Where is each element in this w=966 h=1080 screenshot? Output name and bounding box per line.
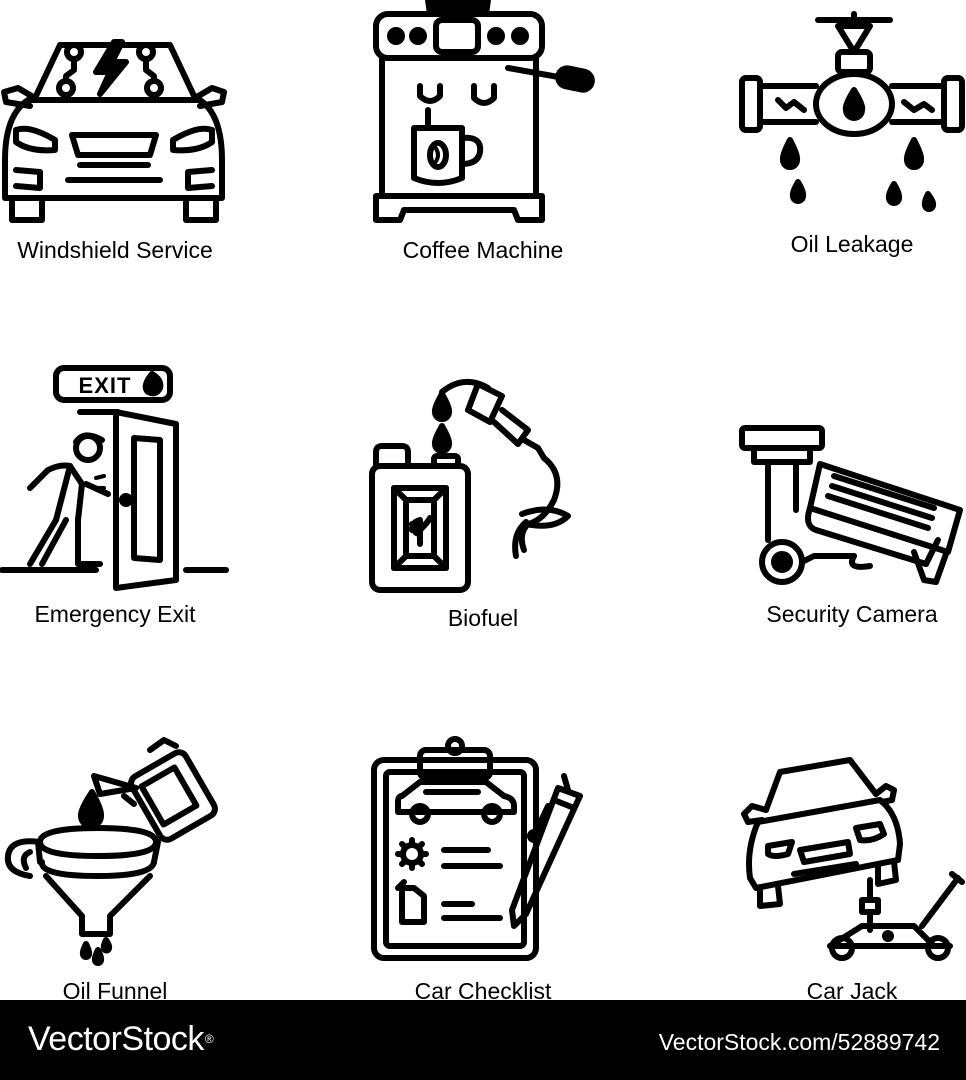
security-camera-icon bbox=[738, 420, 966, 590]
icon-tile-security-camera: Security Camera bbox=[738, 360, 966, 640]
oil-funnel-icon bbox=[0, 730, 230, 970]
icon-tile-car-jack: Car Jack bbox=[738, 720, 966, 1004]
icon-tile-windshield-service: Windshield Service bbox=[0, 0, 230, 280]
icon-tile-car-checklist: Car Checklist bbox=[368, 720, 598, 1004]
icon-tile-biofuel: Biofuel bbox=[368, 360, 598, 640]
icon-label: Biofuel bbox=[447, 605, 519, 631]
biofuel-icon bbox=[368, 374, 598, 604]
icon-label: Security Camera bbox=[766, 601, 938, 627]
car-jack-icon bbox=[738, 750, 966, 970]
icon-label: Emergency Exit bbox=[34, 601, 196, 627]
icon-tile-coffee-machine: Coffee Machine bbox=[368, 0, 598, 280]
brand-logo: VectorStock® bbox=[28, 1018, 214, 1060]
icon-label: Car Checklist bbox=[414, 978, 552, 1004]
stock-id-text: VectorStock.com/52889742 bbox=[658, 1029, 940, 1055]
icon-tile-oil-leakage: Oil Leakage bbox=[738, 0, 966, 280]
coffee-machine-icon bbox=[368, 0, 598, 230]
icon-label: Oil Leakage bbox=[790, 231, 914, 257]
car-checklist-icon bbox=[368, 736, 598, 966]
icon-tile-emergency-exit: EXIT Emergency Exit bbox=[0, 360, 230, 640]
icon-label: Oil Funnel bbox=[62, 978, 168, 1004]
icon-label: Car Jack bbox=[806, 978, 898, 1004]
icon-label: Windshield Service bbox=[17, 237, 213, 263]
footer-bar: VectorStock® VectorStock.com/52889742 bbox=[0, 1000, 966, 1080]
emergency-exit-icon: EXIT bbox=[0, 360, 230, 592]
brand-name: VectorStock bbox=[28, 1020, 204, 1058]
oil-leakage-icon bbox=[738, 10, 966, 220]
exit-sign-text: EXIT bbox=[78, 373, 132, 398]
icon-label: Coffee Machine bbox=[402, 237, 564, 263]
icon-tile-oil-funnel: Oil Funnel bbox=[0, 720, 230, 1004]
brand-mark: ® bbox=[204, 1032, 214, 1046]
windshield-service-icon bbox=[0, 30, 230, 230]
